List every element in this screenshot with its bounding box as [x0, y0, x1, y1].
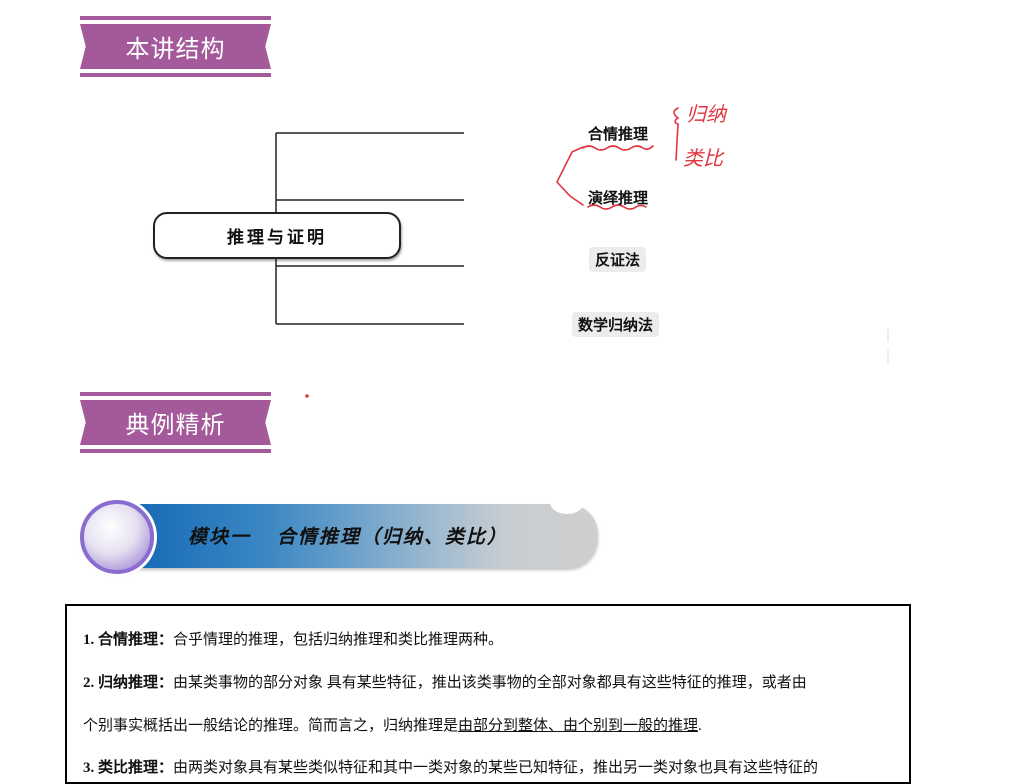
definition-text: 个别事实概括出一般结论的推理。简而言之，归纳推理是 — [83, 718, 459, 734]
banner-bottom-stripe — [80, 449, 271, 453]
mindmap-center-label: 推理与证明 — [227, 228, 327, 248]
module-header: 模块一 合情推理（归纳、类比） — [80, 490, 600, 574]
definition-number: 2. — [83, 675, 95, 691]
definition-text: 合乎情理的推理，包括归纳推理和类比推理两种。 — [173, 632, 504, 648]
handwritten-note-induction: 归纳 — [686, 102, 726, 126]
definition-term: 合情推理： — [98, 632, 174, 648]
banner-body: 典例精析 — [80, 400, 271, 445]
definition-period: . — [698, 718, 702, 734]
section-banner-structure: 本讲结构 — [80, 16, 271, 77]
module-title: 模块一 合情推理（归纳、类比） — [188, 526, 508, 548]
banner-bottom-stripe — [80, 73, 271, 77]
mindmap-branch-mathematical-induction: 数学归纳法 — [572, 312, 660, 337]
handwritten-note-analogy: 类比 — [683, 146, 723, 170]
banner-top-stripe — [80, 16, 271, 20]
mindmap-connectors — [218, 107, 889, 398]
module-circle-badge — [80, 500, 154, 574]
mindmap-center-node: 推理与证明 — [153, 212, 401, 259]
definition-term: 类比推理： — [98, 760, 174, 776]
mindmap-branch-plausible-reasoning: 合情推理 — [588, 125, 649, 143]
definition-text: 由两类对象具有某些类似特征和其中一类对象的某些已知特征，推出另一类对象也具有这些… — [173, 760, 819, 776]
definition-inductive-reasoning: 2. 归纳推理：由某类事物的部分对象 具有某些特征，推出该类事物的全部对象都具有… — [83, 671, 807, 692]
module-ribbon — [130, 504, 598, 568]
banner-top-stripe — [80, 392, 271, 396]
section-title-structure: 本讲结构 — [125, 35, 226, 63]
mindmap-branch-deductive-reasoning: 演绎推理 — [588, 189, 649, 207]
definition-text: 由某类事物的部分对象 具有某些特征，推出该类事物的全部对象都具有这些特征的推理，… — [173, 675, 807, 691]
definition-analogical-reasoning: 3. 类比推理：由两类对象具有某些类似特征和其中一类对象的某些已知特征，推出另一… — [83, 756, 818, 777]
mindmap-branch-proof-by-contradiction: 反证法 — [589, 247, 647, 272]
definition-plausible-reasoning: 1. 合情推理：合乎情理的推理，包括归纳推理和类比推理两种。 — [83, 628, 503, 649]
definition-number: 3. — [83, 760, 95, 776]
definition-inductive-reasoning-cont: 个别事实概括出一般结论的推理。简而言之，归纳推理是由部分到整体、由个别到一般的推… — [83, 714, 702, 735]
section-banner-examples: 典例精析 — [80, 392, 271, 453]
definitions-box: 1. 合情推理：合乎情理的推理，包括归纳推理和类比推理两种。 2. 归纳推理：由… — [65, 604, 911, 784]
definition-term: 归纳推理： — [98, 675, 174, 691]
section-title-examples: 典例精析 — [125, 411, 226, 439]
definition-key-phrase: 由部分到整体、由个别到一般的推理 — [458, 718, 699, 734]
ribbon-notch — [550, 490, 584, 514]
banner-body: 本讲结构 — [80, 24, 271, 69]
definition-number: 1. — [83, 632, 95, 648]
